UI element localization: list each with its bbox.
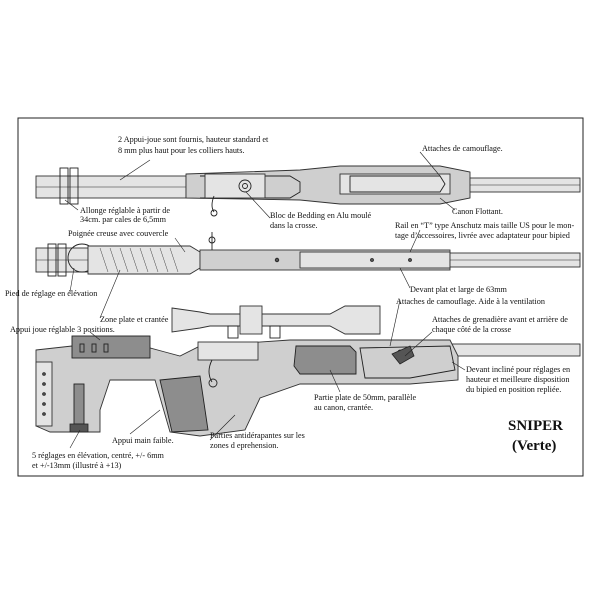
label-appui-joue-reglable: Appui joue réglable 3 positions. — [10, 325, 115, 334]
stock-side-flat-view — [35, 232, 581, 277]
title-verte: (Verte) — [512, 438, 556, 454]
label-poignee: Poignée creuse avec couvercle — [68, 229, 169, 238]
diagram-frame — [17, 117, 584, 477]
label-attaches-grenadiere-2: chaque côté de la crosse — [432, 325, 511, 334]
labels: 2 Appui-joue sont fournis, hauteur stand… — [5, 135, 574, 470]
label-appui-joue-2: 8 mm plus haut pour les colliers hauts. — [118, 146, 244, 155]
label-devant-plat: Devant plat et large de 63mm — [410, 285, 508, 294]
label-appui-joue-1: 2 Appui-joue sont fournis, hauteur stand… — [118, 135, 269, 144]
label-rail-2: tage d’accessoires, livrée avec adaptate… — [395, 231, 570, 240]
label-attaches-grenadiere-1: Attaches de grenadière avant et arrière … — [432, 315, 568, 324]
rifle-side-view — [35, 305, 581, 437]
grip-hatching — [99, 247, 179, 273]
stock-top-view — [35, 165, 581, 217]
label-devant-incline-1: Devant incliné pour réglages en — [466, 365, 570, 374]
grip — [159, 375, 209, 433]
leader-lines — [64, 151, 466, 449]
label-bloc-bedding-1: Bloc de Bedding en Alu moulé — [270, 211, 372, 220]
label-canon-flottant: Canon Flottant. — [452, 207, 503, 216]
label-reglages-1: 5 réglages en élévation, centré, +/- 6mm — [32, 451, 165, 460]
label-partie-plate-2: au canon, crantée. — [314, 403, 373, 412]
label-devant-incline-3: du bipied en position repliée. — [466, 385, 561, 394]
label-allonge-1: Allonge réglable à partir de — [80, 206, 170, 215]
label-zone-plate: Zone plate et crantée — [100, 315, 169, 324]
cheek-rest — [71, 335, 151, 359]
label-rail-1: Rail en “T” type Anschutz mais taille US… — [395, 221, 574, 230]
label-bloc-bedding-2: dans la crosse. — [270, 221, 318, 230]
label-pied-reglage: Pied de réglage en élévation — [5, 289, 97, 298]
label-devant-incline-2: hauteur et meilleure disposition — [466, 375, 569, 384]
label-partie-plate-1: Partie plate de 50mm, parallèle — [314, 393, 416, 402]
label-parties-antiderapantes-1: Parties antidérapantes sur les — [210, 431, 305, 440]
label-allonge-2: 34cm. par cales de 6,5mm — [80, 215, 167, 224]
label-attaches-camouflage-top: Attaches de camouflage. — [422, 144, 503, 153]
label-appui-main: Appui main faible. — [112, 436, 174, 445]
label-parties-antiderapantes-2: zones d eprehension. — [210, 441, 278, 450]
title-sniper: SNIPER — [508, 418, 563, 434]
label-reglages-2: et +/-13mm (illustré à +13) — [32, 461, 122, 470]
label-attaches-ventilation: Attaches de camouflage. Aide à la ventil… — [396, 297, 545, 306]
scope — [171, 305, 381, 339]
